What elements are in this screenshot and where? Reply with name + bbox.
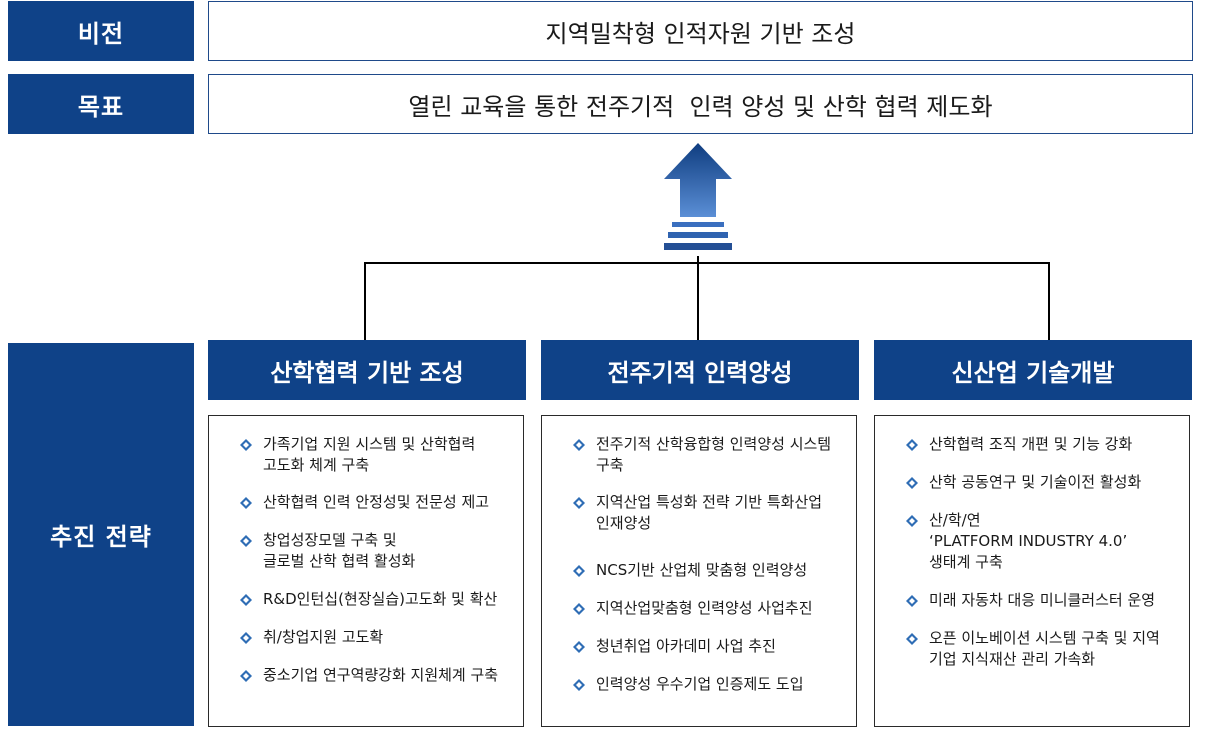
diamond-bullet-icon <box>239 589 253 610</box>
column-body-1: 가족기업 지원 시스템 및 산학협력 고도화 체계 구축 산학협력 인력 안정성… <box>208 415 524 727</box>
list-item-text: 인력양성 우수기업 인증제도 도입 <box>596 675 804 693</box>
column-header-1: 산학협력 기반 조성 <box>208 340 526 400</box>
diamond-bullet-icon <box>572 492 586 513</box>
list-item: 전주기적 산학융합형 인력양성 시스템 구축 <box>572 434 844 476</box>
list-item: 취/창업지원 고도확 <box>239 627 511 648</box>
vision-label-text: 비전 <box>77 19 125 48</box>
diamond-bullet-icon <box>239 492 253 513</box>
diamond-bullet-icon <box>572 636 586 657</box>
list-item: R&D인턴십(현장실습)고도화 및 확산 <box>239 589 511 610</box>
connector-horizontal <box>364 262 1050 264</box>
diamond-bullet-icon <box>905 510 919 531</box>
list-item-text: 중소기업 연구역량강화 지원체계 구축 <box>263 666 499 684</box>
list-item: 산학협력 인력 안정성및 전문성 제고 <box>239 492 511 513</box>
diamond-bullet-icon <box>239 530 253 551</box>
diamond-bullet-icon <box>239 627 253 648</box>
list-item: 청년취업 아카데미 사업 추진 <box>572 636 844 657</box>
list-item-text: 미래 자동차 대응 미니클러스터 운영 <box>929 591 1156 609</box>
strategy-label-text: 추진 전략 <box>50 523 152 551</box>
list-item-text: 산학협력 조직 개편 및 기능 강화 <box>929 435 1133 453</box>
diamond-bullet-icon <box>239 665 253 686</box>
column-header-3: 신산업 기술개발 <box>874 340 1192 400</box>
diamond-bullet-icon <box>572 434 586 455</box>
list-item: 지역산업맞춤형 인력양성 사업추진 <box>572 598 844 619</box>
list-item-text: 창업성장모델 구축 및 글로벌 산학 협력 활성화 <box>263 531 416 570</box>
column-title-1: 산학협력 기반 조성 <box>270 358 464 387</box>
diamond-bullet-icon <box>572 674 586 695</box>
column-header-2: 전주기적 인력양성 <box>541 340 859 400</box>
list-item: 산/학/연 ‘PLATFORM INDUSTRY 4.0’ 생태계 구축 <box>905 510 1177 573</box>
list-item-text: 가족기업 지원 시스템 및 산학협력 고도화 체계 구축 <box>263 435 476 474</box>
list-item-text: 지역산업맞춤형 인력양성 사업추진 <box>596 599 813 617</box>
list-item-text: 산학협력 인력 안정성및 전문성 제고 <box>263 493 490 511</box>
list-item-text: R&D인턴십(현장실습)고도화 및 확산 <box>263 590 498 608</box>
vision-label: 비전 <box>8 1 194 61</box>
list-item: 가족기업 지원 시스템 및 산학협력 고도화 체계 구축 <box>239 434 511 476</box>
up-arrow-icon <box>664 143 732 250</box>
list-item-text: 청년취업 아카데미 사업 추진 <box>596 637 776 655</box>
list-item-text: 취/창업지원 고도확 <box>263 628 384 646</box>
list-item: NCS기반 산업체 맞춤형 인력양성 <box>572 560 844 581</box>
connector-left <box>364 262 366 340</box>
list-item: 오픈 이노베이션 시스템 구축 및 지역 기업 지식재산 관리 가속화 <box>905 628 1177 670</box>
list-item: 미래 자동차 대응 미니클러스터 운영 <box>905 590 1177 611</box>
strategy-label: 추진 전략 <box>8 343 194 726</box>
list-item: 중소기업 연구역량강화 지원체계 구축 <box>239 665 511 686</box>
diamond-bullet-icon <box>239 434 253 455</box>
diamond-bullet-icon <box>905 434 919 455</box>
list-item: 산학협력 조직 개편 및 기능 강화 <box>905 434 1177 455</box>
list-item: 산학 공동연구 및 기술이전 활성화 <box>905 472 1177 493</box>
list-item: 창업성장모델 구축 및 글로벌 산학 협력 활성화 <box>239 530 511 572</box>
vision-box: 지역밀착형 인적자원 기반 조성 <box>208 1 1193 61</box>
goal-label-text: 목표 <box>77 92 125 121</box>
goal-box: 열린 교육을 통한 전주기적 인력 양성 및 산학 협력 제도화 <box>208 74 1193 134</box>
column-title-3: 신산업 기술개발 <box>951 358 1115 387</box>
column-body-3: 산학협력 조직 개편 및 기능 강화 산학 공동연구 및 기술이전 활성화 산/… <box>874 415 1190 727</box>
connector-right <box>1048 262 1050 340</box>
goal-label: 목표 <box>8 74 194 134</box>
list-item-text: 오픈 이노베이션 시스템 구축 및 지역 기업 지식재산 관리 가속화 <box>929 629 1160 668</box>
list-item-text: 전주기적 산학융합형 인력양성 시스템 구축 <box>596 435 832 474</box>
column-body-2: 전주기적 산학융합형 인력양성 시스템 구축 지역산업 특성화 전략 기반 특화… <box>541 415 857 727</box>
diamond-bullet-icon <box>572 598 586 619</box>
list-item-text: 산학 공동연구 및 기술이전 활성화 <box>929 473 1142 491</box>
column-title-2: 전주기적 인력양성 <box>607 358 793 387</box>
connector-vertical-center <box>697 256 699 340</box>
vision-text: 지역밀착형 인적자원 기반 조성 <box>545 19 856 48</box>
diamond-bullet-icon <box>905 590 919 611</box>
diamond-bullet-icon <box>905 472 919 493</box>
list-item-text: NCS기반 산업체 맞춤형 인력양성 <box>596 561 808 579</box>
list-item-text: 지역산업 특성화 전략 기반 특화산업 인재양성 <box>596 493 823 532</box>
list-item: 인력양성 우수기업 인증제도 도입 <box>572 674 844 695</box>
list-item: 지역산업 특성화 전략 기반 특화산업 인재양성 <box>572 492 844 534</box>
diamond-bullet-icon <box>905 628 919 649</box>
diamond-bullet-icon <box>572 560 586 581</box>
goal-text: 열린 교육을 통한 전주기적 인력 양성 및 산학 협력 제도화 <box>408 92 993 121</box>
list-item-text: 산/학/연 ‘PLATFORM INDUSTRY 4.0’ 생태계 구축 <box>929 511 1128 571</box>
